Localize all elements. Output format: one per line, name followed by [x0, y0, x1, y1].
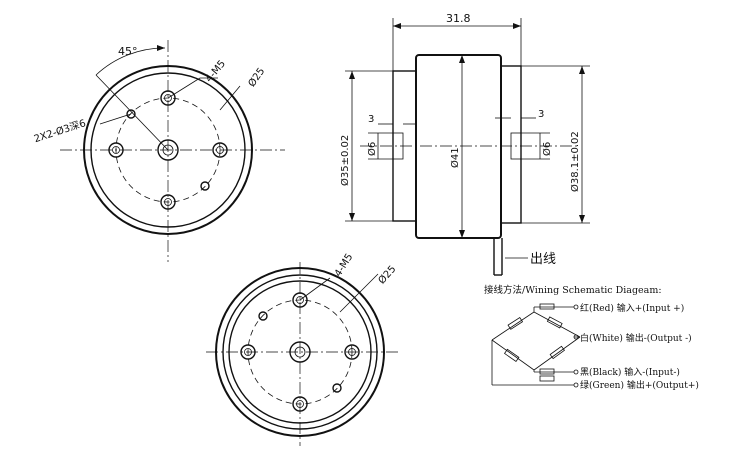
wire-white-label: 白(White) 输出-(Output -) [580, 332, 692, 344]
m5-hole [240, 344, 256, 360]
wiring-schematic: 接线方法/Wining Schematic Diageam: 红(Red) 输入… [484, 284, 699, 391]
right-diameter-label: Ø38.1±0.02 [569, 131, 581, 192]
pin-hole [126, 109, 136, 119]
left-slot-depth-label: 3 [368, 114, 374, 125]
top-view: 45° 4-M5 Ø25 2X2-Ø3深6 [32, 40, 285, 262]
m5-hole [160, 90, 176, 106]
right-slot-depth-label: 3 [538, 109, 544, 120]
cable-label: 出线 [530, 252, 556, 267]
bottom-circle-label: Ø25 [376, 263, 399, 286]
circle-label: Ø25 [246, 65, 268, 89]
right-slot-width-label: Ø6 [541, 142, 553, 156]
m5-hole [212, 142, 228, 158]
side-view: 出线 31.8 Ø35±0.02 Ø6 3 Ø41 Ø6 [339, 12, 590, 276]
bottom-thread-label: 4-M5 [333, 252, 356, 279]
pin-hole [258, 311, 268, 321]
m5-hole [108, 142, 124, 158]
wire-black-label: 黑(Black) 输入-(Input-) [580, 366, 680, 378]
wiring-title: 接线方法/Wining Schematic Diageam: [484, 284, 662, 296]
wire-green-label: 绿(Green) 输出+(Output+) [580, 379, 699, 391]
left-diameter-label: Ø35±0.02 [339, 135, 351, 186]
pin-hole [200, 181, 210, 191]
length-label: 31.8 [446, 12, 471, 25]
m5-hole [292, 396, 308, 412]
angle-label: 45° [118, 45, 138, 58]
bottom-view: 4-M5 Ø25 [206, 252, 398, 446]
wire-red-label: 红(Red) 输入+(Input +) [580, 302, 684, 314]
m5-hole [160, 194, 176, 210]
pin-hole [332, 383, 342, 393]
hole-label: 2X2-Ø3深6 [32, 117, 87, 145]
m5-hole [344, 344, 360, 360]
left-slot-width-label: Ø6 [366, 142, 378, 156]
body-diameter-label: Ø41 [449, 147, 461, 168]
m5-hole [292, 292, 308, 308]
